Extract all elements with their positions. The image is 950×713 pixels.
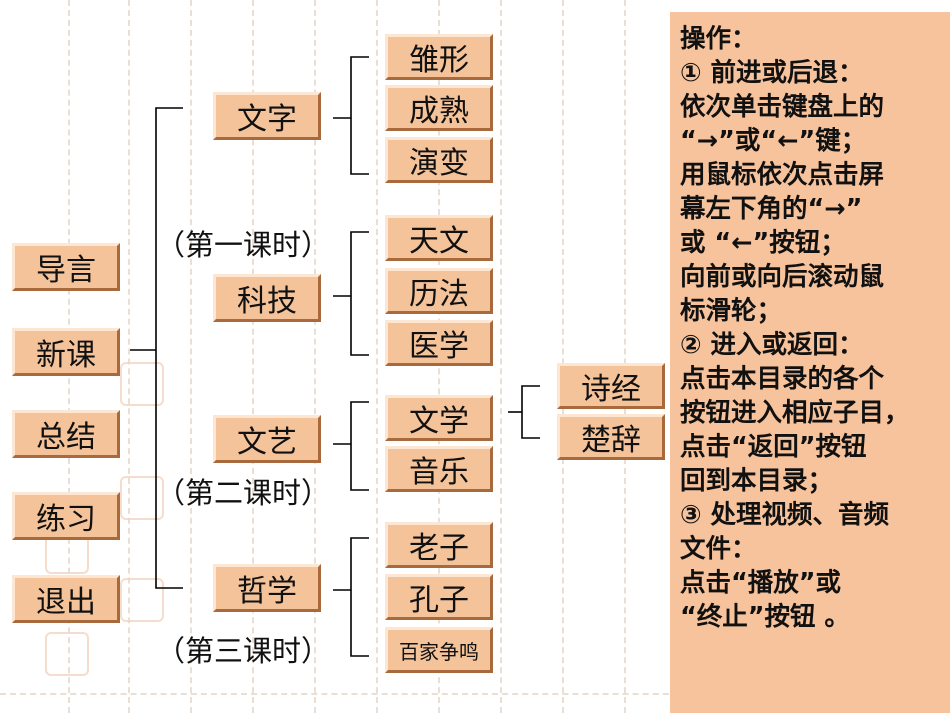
bracket-wenxue	[521, 385, 540, 439]
topic-button-zhexue[interactable]: 哲学	[213, 564, 321, 612]
background-guide	[376, 0, 378, 713]
instructions-line: 点击本目录的各个	[680, 364, 885, 394]
topic-button-wenzi[interactable]: 文字	[213, 92, 321, 140]
subtopic-button-baijia[interactable]: 百家争鸣	[385, 627, 493, 673]
instructions-line: 回到本目录；	[680, 466, 834, 496]
subtopic-button-yixue[interactable]: 医学	[385, 320, 493, 366]
subtopic-button-yanbian[interactable]: 演变	[385, 137, 493, 183]
nav-button-new-lesson[interactable]: 新课	[12, 328, 120, 376]
lesson-label-second: （第二课时）	[156, 476, 331, 510]
lesson-label-first: （第一课时）	[156, 228, 331, 262]
instructions-line: “终止”按钮 。	[680, 602, 850, 632]
instructions-line: 用鼠标依次点击屏	[680, 160, 885, 190]
nav-button-exercise[interactable]: 练习	[12, 492, 120, 540]
background-guide	[190, 0, 192, 713]
instructions-panel: 操作： ① 前进或后退： 依次单击键盘上的 “→”或“←”键； 用鼠标依次点击屏…	[670, 12, 950, 713]
instructions-line: 按钮进入相应子目，	[680, 398, 910, 428]
bracket-zhexue	[350, 537, 369, 657]
background-guide	[252, 0, 254, 713]
subtopic-button-wenxue[interactable]: 文学	[385, 395, 493, 441]
subtopic-button-laozi[interactable]: 老子	[385, 522, 493, 568]
background-guide	[500, 0, 502, 713]
instructions-line: 幕左下角的“→”	[680, 194, 863, 224]
instructions-line: 文件：	[680, 534, 757, 564]
subtopic-button-tianwen[interactable]: 天文	[385, 215, 493, 261]
subtopic-button-chuci[interactable]: 楚辞	[557, 414, 665, 460]
nav-button-intro[interactable]: 导言	[12, 243, 120, 291]
topic-button-wenyi[interactable]: 文艺	[213, 415, 321, 463]
topic-button-keji[interactable]: 科技	[213, 274, 321, 322]
nav-button-exit[interactable]: 退出	[12, 575, 120, 623]
subtopic-button-chuxing[interactable]: 雏形	[385, 34, 493, 80]
subtopic-button-lifa[interactable]: 历法	[385, 268, 493, 314]
background-guide	[562, 0, 564, 713]
instructions-line: ① 前进或后退：	[680, 58, 864, 88]
main-bracket	[155, 107, 183, 589]
background-guide	[624, 0, 626, 713]
instructions-line: “→”或“←”键；	[680, 126, 867, 156]
seal-decoration	[120, 362, 164, 406]
seal-decoration	[45, 632, 89, 676]
subtopic-button-kongzi[interactable]: 孔子	[385, 574, 493, 620]
subtopic-button-chengshu[interactable]: 成熟	[385, 85, 493, 131]
instructions-line: 点击“播放”或	[680, 568, 842, 598]
instructions-line: 标滑轮；	[680, 296, 783, 326]
background-guide	[128, 0, 130, 713]
seal-decoration	[120, 578, 164, 622]
background-guide	[314, 0, 316, 713]
bracket-wenyi	[350, 401, 369, 491]
instructions-line: ③ 处理视频、音频	[680, 500, 889, 530]
seal-decoration	[120, 476, 164, 520]
instructions-line: 依次单击键盘上的	[680, 92, 885, 122]
subtopic-button-shijing[interactable]: 诗经	[557, 363, 665, 409]
bracket-wenzi	[350, 56, 369, 175]
instructions-line: ② 进入或返回：	[680, 330, 864, 360]
lesson-label-third: （第三课时）	[156, 634, 331, 668]
instructions-line: 或 “←”按钮；	[680, 228, 846, 258]
instructions-line: 点击“返回”按钮	[680, 432, 867, 462]
subtopic-button-yinyue[interactable]: 音乐	[385, 446, 493, 492]
instructions-line: 向前或向后滚动鼠	[680, 262, 885, 292]
bracket-keji	[350, 231, 369, 356]
nav-button-summary[interactable]: 总结	[12, 410, 120, 458]
background-guide	[0, 693, 950, 695]
instructions-line: 操作：	[680, 24, 757, 54]
